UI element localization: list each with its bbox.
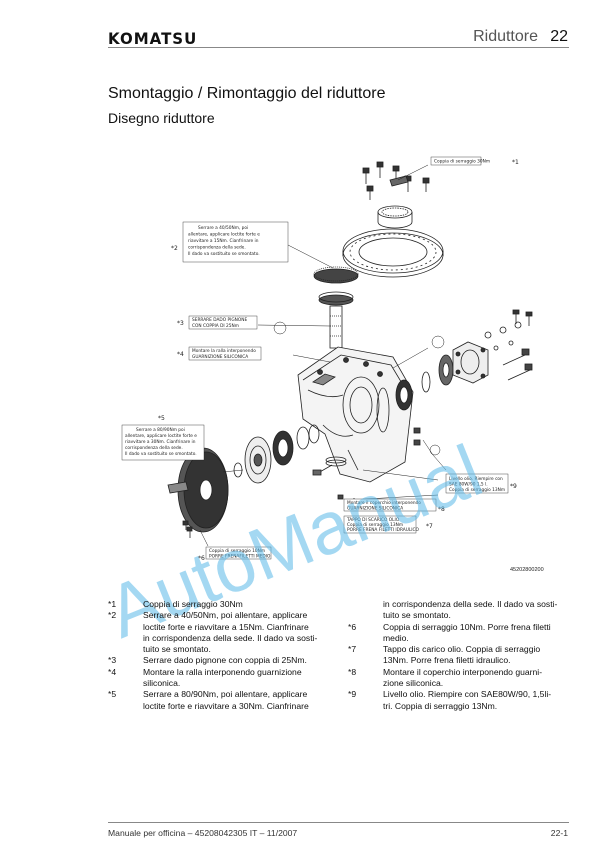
slewing-ring bbox=[342, 228, 444, 278]
callout-2: Serrare a 40/50Nm, poi allentare, applic… bbox=[171, 221, 289, 263]
top-bolts bbox=[362, 161, 430, 200]
notes-right-column: in corrispondenza della sede. Il dado va… bbox=[348, 599, 570, 712]
svg-text:*2: *2 bbox=[171, 245, 178, 252]
section-title: Smontaggio / Rimontaggio del riduttore bbox=[108, 85, 386, 102]
notes-left-column: *1 Coppia di serraggio 30Nm *2 Serrare a… bbox=[108, 599, 348, 712]
svg-text:corrispondenza della sede.: corrispondenza della sede. bbox=[125, 445, 183, 451]
callout-7: TAPPO DI SCARICO OLIO Coppia di serraggi… bbox=[343, 515, 433, 534]
svg-text:*3: *3 bbox=[177, 320, 184, 327]
pinion-gear bbox=[313, 266, 359, 306]
svg-text:*6: *6 bbox=[198, 555, 205, 562]
svg-text:Coppia di serraggio 30Nm: Coppia di serraggio 30Nm bbox=[434, 159, 490, 165]
footer-page-ref: 22-1 bbox=[550, 828, 568, 838]
svg-text:Montare il coperchio interpone: Montare il coperchio interponendo bbox=[347, 500, 421, 506]
drawing-code: 45202800200 bbox=[510, 567, 544, 573]
gearbox-exploded-drawing: Coppia di serraggio 30Nm *1 Serrare a 40… bbox=[121, 156, 533, 562]
callout-9: Livello olio. Riempire con SAE 80W/90 1,… bbox=[445, 473, 517, 494]
drain-plugs bbox=[337, 427, 421, 500]
svg-text:allentare, applicare loctite f: allentare, applicare loctite forte e bbox=[125, 433, 197, 439]
svg-text:*8: *8 bbox=[438, 506, 445, 513]
note-6: *6 Coppia di serraggio 10Nm. Porre frena… bbox=[348, 621, 551, 643]
note-2: *2 Serrare a 40/50Nm, poi allentare, app… bbox=[108, 610, 318, 655]
svg-text:Montare la ralla interponendo: Montare la ralla interponendo bbox=[192, 348, 256, 354]
svg-text:Coppia di serraggio 13Nm: Coppia di serraggio 13Nm bbox=[449, 487, 505, 493]
svg-text:allentare, applicare loctite f: allentare, applicare loctite forte e bbox=[188, 232, 260, 238]
svg-text:Il dado va sostituito se smont: Il dado va sostituito se smontato. bbox=[188, 251, 260, 257]
svg-text:CON COPPIA DI 25Nm: CON COPPIA DI 25Nm bbox=[192, 323, 239, 329]
svg-text:corrispondenza della sede.: corrispondenza della sede. bbox=[188, 245, 246, 251]
svg-text:PORRE FRENA FILETTI IDRAULICO: PORRE FRENA FILETTI IDRAULICO bbox=[347, 527, 420, 533]
bearing-cup bbox=[377, 205, 413, 229]
note-1: *1 Coppia di serraggio 30Nm bbox=[108, 599, 243, 609]
komatsu-logo: KOMATSU bbox=[108, 29, 198, 49]
svg-text:Coppia di serraggio 13Nm: Coppia di serraggio 13Nm bbox=[347, 522, 403, 528]
gearbox-housing bbox=[297, 346, 414, 483]
svg-text:Coppia di serraggio 10Nm: Coppia di serraggio 10Nm bbox=[209, 548, 265, 554]
output-flange bbox=[167, 447, 229, 533]
svg-text:GUARNIZIONE SILICONICA: GUARNIZIONE SILICONICA bbox=[347, 506, 403, 512]
callout-8: Montare il coperchio interponendo GUARNI… bbox=[343, 498, 445, 513]
svg-text:Livello olio. Riempire con: Livello olio. Riempire con bbox=[449, 476, 503, 482]
svg-text:SERRARE DADO PIGNONE: SERRARE DADO PIGNONE bbox=[192, 317, 247, 323]
header-rule bbox=[108, 47, 569, 48]
callout-5: Serrare a 80/90Nm poi allentare, applica… bbox=[121, 415, 205, 461]
input-side-parts bbox=[376, 309, 533, 433]
svg-text:Il dado va sostituito se smont: Il dado va sostituito se smontato. bbox=[125, 451, 197, 457]
pinion-shaft bbox=[329, 305, 343, 349]
svg-text:*1: *1 bbox=[512, 159, 519, 166]
note-9: *9 Livello olio. Riempire con SAE80W/90,… bbox=[348, 689, 552, 711]
footer-rule bbox=[108, 822, 569, 823]
svg-text:TAPPO DI SCARICO OLIO: TAPPO DI SCARICO OLIO bbox=[346, 517, 400, 523]
callout-3: SERRARE DADO PIGNONE CON COPPIA DI 25Nm … bbox=[177, 315, 258, 330]
svg-text:PORRE FRENAFILETTI MEDIO: PORRE FRENAFILETTI MEDIO bbox=[209, 554, 271, 560]
svg-text:GUARNIZIONE SILICONICA: GUARNIZIONE SILICONICA bbox=[192, 354, 248, 360]
svg-text:*9: *9 bbox=[510, 483, 517, 490]
callout-1: Coppia di serraggio 30Nm *1 bbox=[430, 156, 519, 166]
header-title: Riduttore bbox=[473, 28, 538, 45]
svg-text:*5: *5 bbox=[158, 415, 165, 422]
svg-text:*4: *4 bbox=[177, 351, 184, 358]
header-page-number: 22 bbox=[550, 28, 568, 45]
note-7: *7 Tappo dis carico olio. Coppia di serr… bbox=[348, 644, 541, 666]
output-shaft-parts bbox=[233, 424, 320, 484]
callout-4: Montare la ralla interponendo GUARNIZION… bbox=[177, 346, 262, 361]
svg-text:riavvitare a 15Nm. Cianfrinare: riavvitare a 15Nm. Cianfrinare in bbox=[188, 238, 259, 244]
svg-text:SAE 80W/90 1,5 l.: SAE 80W/90 1,5 l. bbox=[449, 482, 488, 488]
note-5-continuation: in corrispondenza della sede. Il dado va… bbox=[383, 599, 558, 621]
subsection-title: Disegno riduttore bbox=[108, 110, 215, 126]
svg-text:Serrare a 40/50Nm, poi: Serrare a 40/50Nm, poi bbox=[198, 225, 248, 231]
footer-manual-ref: Manuale per officina – 45208042305 IT – … bbox=[108, 828, 298, 838]
callout-6: Coppia di serraggio 10Nm PORRE FRENAFILE… bbox=[198, 546, 272, 562]
note-3: *3 Serrare dado pignone con coppia di 25… bbox=[108, 655, 307, 666]
note-4: *4 Montare la ralla interponendo guarniz… bbox=[108, 666, 302, 689]
svg-text:Serrare a 80/90Nm poi: Serrare a 80/90Nm poi bbox=[136, 427, 185, 433]
svg-text:riavvitare a 30Nm. Cianfrinare: riavvitare a 30Nm. Cianfrinare in bbox=[125, 439, 196, 445]
note-5: *5 Serrare a 80/90Nm, poi allentare, app… bbox=[108, 689, 309, 711]
note-8: *8 Montare il coperchio interponendo gua… bbox=[348, 666, 543, 689]
svg-text:*7: *7 bbox=[426, 523, 433, 530]
